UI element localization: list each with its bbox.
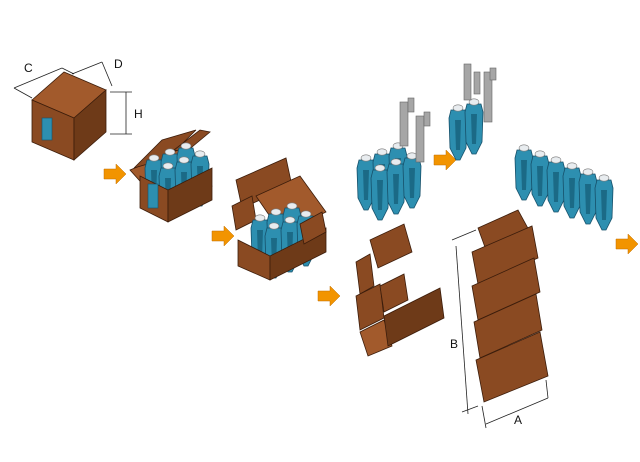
dimension-label-b: B: [450, 337, 458, 351]
closed-carton-icon: [31, 71, 107, 161]
canister-icon: [356, 142, 422, 221]
process-arrow-icon: [211, 225, 235, 247]
dimension-lines-blank: [451, 229, 549, 429]
flat-carton-blank-icon: [471, 209, 549, 403]
process-arrow-icon: [615, 233, 639, 255]
process-arrow-icon: [317, 285, 341, 307]
canister-icon: [448, 98, 484, 161]
dimension-label-d: D: [114, 57, 123, 71]
gripper-icon: [399, 97, 431, 163]
dimension-lines-box: [13, 61, 132, 135]
dimension-label-h: H: [134, 107, 143, 121]
dimension-label-c: C: [24, 61, 33, 75]
dimension-label-a: A: [514, 413, 522, 427]
gripper-icon: [463, 63, 497, 123]
open-carton-icon: [129, 129, 213, 223]
canister-icon: [514, 144, 614, 231]
process-arrow-icon: [103, 163, 127, 185]
open-carton-icon: [231, 157, 327, 281]
open-carton-icon: [355, 223, 445, 357]
